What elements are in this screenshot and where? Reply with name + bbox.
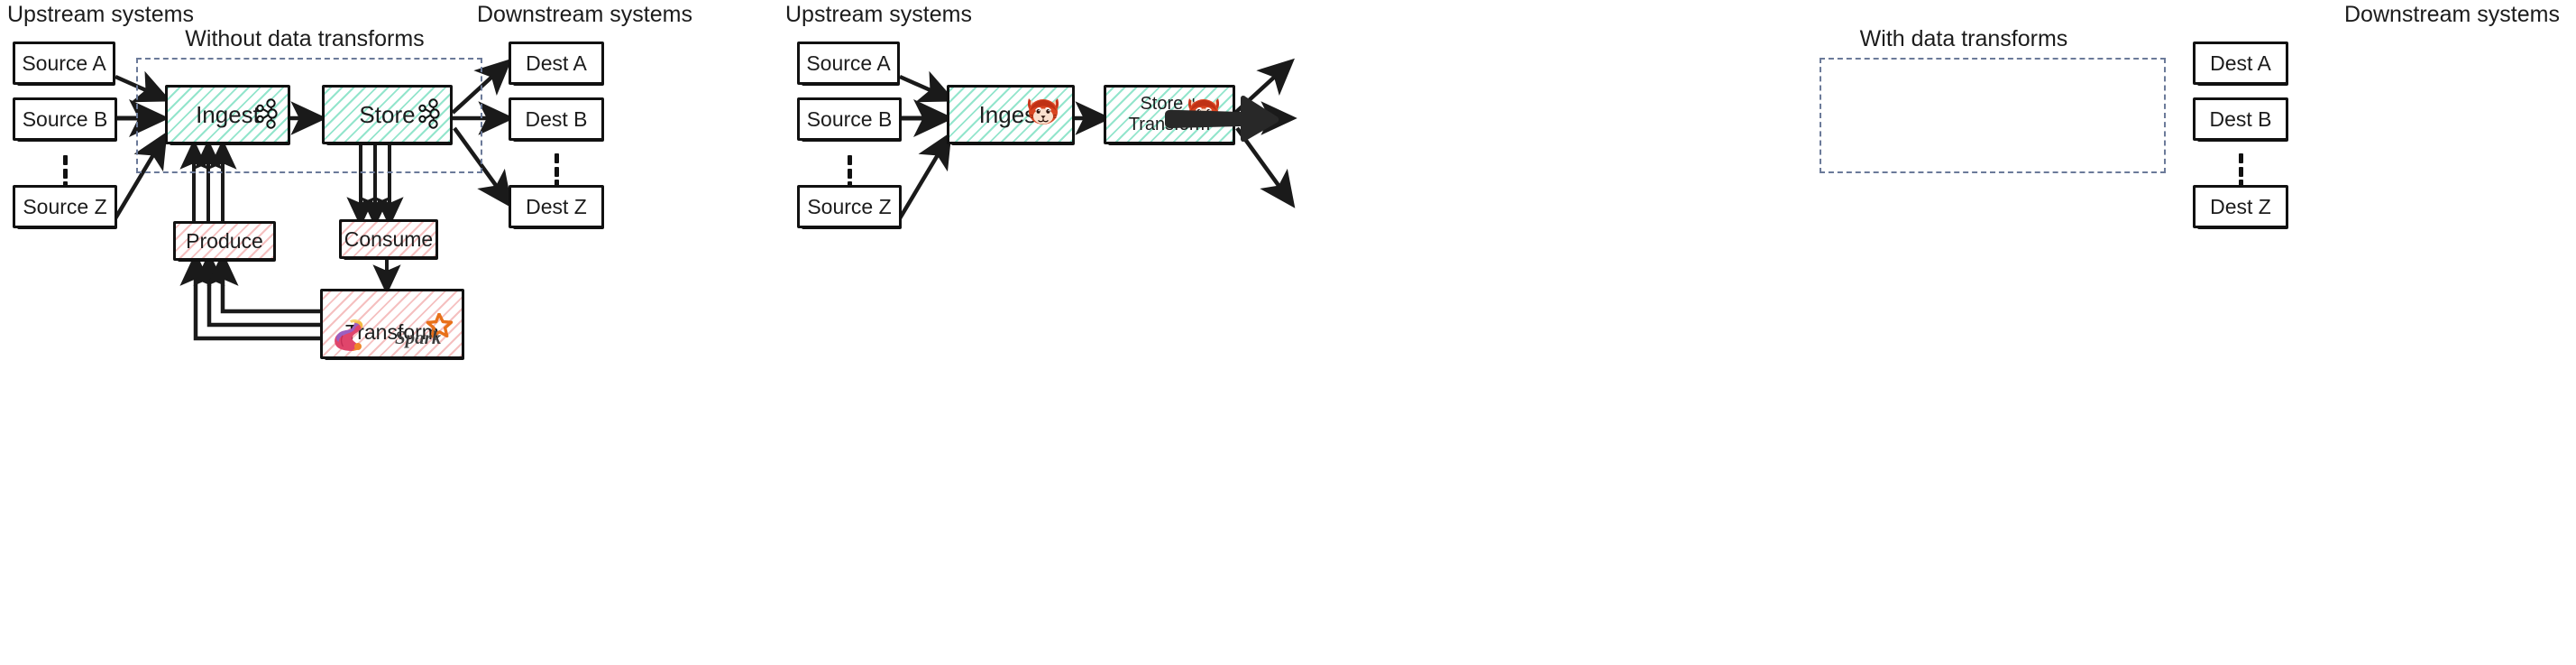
box-dest-b-left[interactable]: Dest B [509,97,604,142]
box-label: Source Z [23,194,107,218]
box-label: Ingest [196,100,260,128]
left-panel-heading: Without data transforms [185,26,425,51]
box-label: Source B [806,106,893,131]
box-dest-b-right[interactable]: Dest B [2193,97,2288,142]
box-label: Source A [806,51,891,75]
box-source-a-right[interactable]: Source A [797,42,900,86]
arrow-r-source-z-to-ingest [898,131,952,220]
box-label: Source A [22,51,106,75]
box-label: Dest Z [2210,194,2271,218]
apache-spark-icon: Spark [394,313,454,349]
box-label: Dest B [525,106,588,131]
box-consume[interactable]: Consume [339,219,438,260]
apache-kafka-icon [417,98,440,129]
vertical-ellipsis-dests-right [2238,153,2243,189]
box-ingest-right[interactable]: Ingest [947,85,1075,145]
arrow-r-source-a-to-ingest [899,70,956,103]
box-dest-a-left[interactable]: Dest A [509,42,604,86]
downstream-systems-label-left: Downstream systems [477,2,692,27]
box-label: Source Z [807,194,892,218]
box-label: Dest A [2210,51,2271,75]
box-label-line1: Store + [1140,94,1199,114]
box-label: Source B [22,106,108,131]
redpanda-icon [1025,96,1061,126]
box-source-z-left[interactable]: Source Z [13,185,117,229]
box-source-a-left[interactable]: Source A [13,42,115,86]
box-store-left[interactable]: Store [322,85,453,145]
right-boundary-zone [1820,58,2166,173]
arrow-transform-to-produce-1 [179,252,320,341]
apache-flink-icon [330,319,368,353]
right-panel-heading: With data transforms [1859,26,2068,51]
right-arrow-icon [1163,95,1280,149]
apache-kafka-icon [254,98,278,129]
arrow-transform-to-produce-3 [206,252,320,314]
box-dest-z-right[interactable]: Dest Z [2193,185,2288,229]
box-label: Produce [186,228,263,253]
box-source-b-left[interactable]: Source B [13,97,117,142]
box-dest-a-right[interactable]: Dest A [2193,42,2288,86]
box-dest-z-left[interactable]: Dest Z [509,185,604,229]
svg-text:Spark: Spark [395,327,442,348]
box-label: Consume [344,226,434,251]
downstream-systems-label-right: Downstream systems [2344,2,2560,27]
box-source-b-right[interactable]: Source B [797,97,902,142]
box-label: Dest A [526,51,587,75]
box-ingest-left[interactable]: Ingest [165,85,290,145]
box-transform[interactable]: Transform Spark [320,289,464,360]
left-boundary-zone [136,58,482,173]
box-source-z-right[interactable]: Source Z [797,185,902,229]
upstream-systems-label-right: Upstream systems [785,2,972,27]
vertical-ellipsis-dests-left [554,153,559,189]
upstream-systems-label-left: Upstream systems [7,2,194,27]
box-produce[interactable]: Produce [173,221,276,262]
box-label: Dest B [2209,106,2272,131]
arrow-transform-to-produce-2 [193,252,320,328]
box-label: Store [359,100,416,128]
box-label: Dest Z [526,194,587,218]
